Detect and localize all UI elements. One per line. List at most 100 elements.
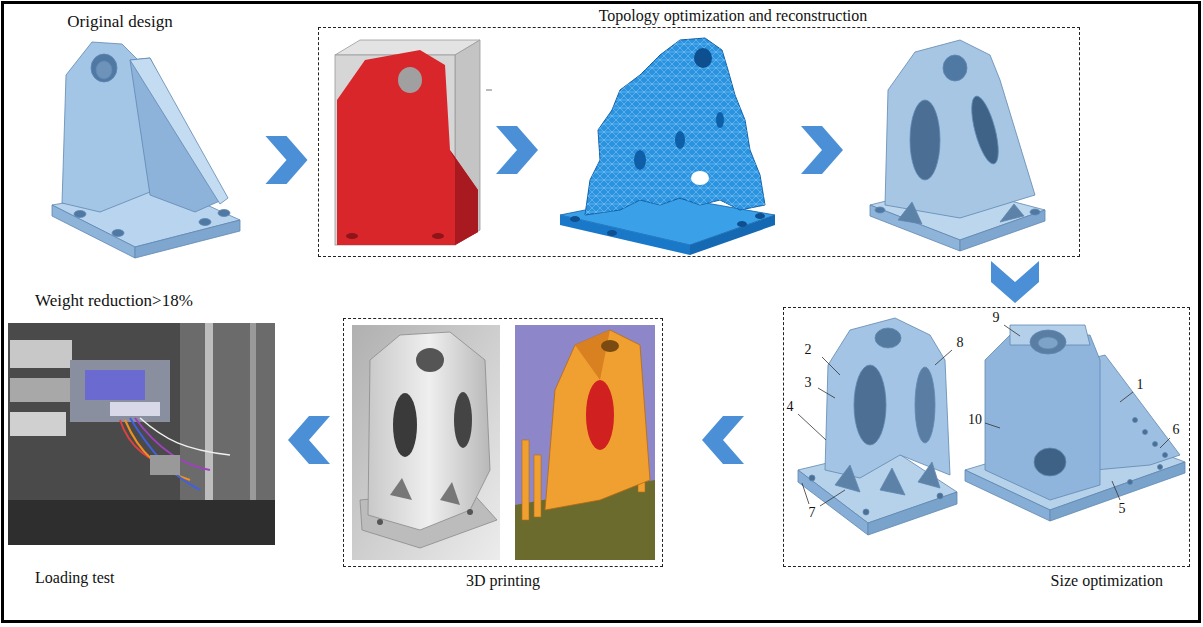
- loading-test-photo: [10, 378, 72, 402]
- original-bracket: [52, 205, 135, 258]
- reconstructed-part: [960, 210, 1045, 251]
- reconstructed-part: [885, 40, 1035, 218]
- printed-part-photo: [393, 393, 417, 457]
- stage-title: 3D printing: [343, 571, 663, 590]
- callout-number: 4: [785, 399, 796, 414]
- original-bracket: [218, 210, 230, 217]
- sized-part-back: [1143, 430, 1148, 435]
- loading-test-photo: [125, 420, 190, 480]
- sized-part-back: [1163, 453, 1168, 458]
- topology-mesh: [607, 230, 617, 236]
- reconstructed-part: [870, 40, 1045, 251]
- print-setup-render: [575, 330, 610, 380]
- leader-line: [802, 483, 809, 504]
- design-domain: [335, 40, 492, 245]
- stage-title: Size optimization: [963, 571, 1163, 590]
- design-domain: [346, 233, 358, 239]
- sized-part-front: [915, 367, 935, 443]
- printed-part-photo: [440, 482, 460, 505]
- stage-panel: Original design: [40, 8, 255, 255]
- loading-test-photo: [85, 370, 145, 400]
- printed-part-photo: [352, 325, 500, 560]
- topology-mesh: [585, 38, 765, 215]
- sized-part-front: [825, 318, 950, 478]
- design-domain: [486, 90, 492, 91]
- dashed-frame: [783, 307, 1190, 567]
- callout-number: 9: [991, 310, 1002, 325]
- step-chevron: [496, 126, 538, 174]
- leader-line: [818, 388, 835, 398]
- reconstructed-part: [966, 94, 1003, 167]
- original-bracket: [74, 211, 86, 218]
- sized-part-front: [809, 475, 815, 481]
- callout-number: 6: [1171, 422, 1182, 437]
- sized-part-front: [868, 492, 957, 535]
- topology-mesh: [675, 131, 685, 149]
- topology-mesh: [690, 215, 775, 255]
- callout-number: 7: [807, 505, 818, 520]
- callout-number: 8: [955, 335, 966, 350]
- sized-part-back: [1034, 448, 1066, 476]
- loading-test-photo: [8, 500, 275, 545]
- sized-part-front: [937, 493, 943, 499]
- loading-test-photo: [130, 418, 200, 490]
- printed-part-photo: [368, 332, 490, 530]
- reconstructed-part: [875, 207, 885, 213]
- reconstructed-part: [910, 100, 940, 180]
- loading-test-photo: [110, 402, 160, 416]
- sized-part-front: [918, 462, 940, 488]
- stage-group: Size optimization: [783, 307, 1190, 591]
- printed-part-photo: [454, 392, 472, 448]
- sized-part-front: [875, 328, 901, 348]
- loading-test-photo: [140, 418, 230, 455]
- callout-number: 2: [803, 342, 814, 357]
- topology-mesh: [634, 150, 646, 170]
- callout-number: 5: [1117, 501, 1128, 516]
- stage-panel: Loading test: [8, 323, 275, 591]
- print-setup-render: [601, 340, 619, 352]
- topology-mesh: [570, 216, 580, 222]
- printed-part-photo: [377, 519, 383, 525]
- design-domain: [450, 150, 478, 245]
- reconstructed-part: [943, 55, 967, 81]
- dashed-frame: [343, 318, 663, 567]
- chevron-arrow: [991, 261, 1039, 303]
- sized-part-back: [1038, 337, 1058, 349]
- original-bracket: [199, 219, 211, 226]
- topology-mesh: [716, 112, 724, 128]
- topology-mesh: [755, 213, 765, 219]
- print-setup-render: [515, 325, 655, 560]
- original-bracket: [135, 220, 240, 258]
- stage-group: 3D printing: [343, 318, 663, 591]
- printed-part-photo: [416, 348, 444, 372]
- loading-test-photo: [10, 412, 66, 436]
- outer-frame: [3, 3, 1200, 622]
- topology-mesh: [560, 215, 690, 255]
- leader-line: [1120, 392, 1133, 402]
- original-bracket: [96, 61, 112, 79]
- topology-mesh: [585, 38, 765, 215]
- step-chevron: [801, 126, 843, 174]
- stage-title: Original design: [40, 12, 200, 32]
- reconstructed-part: [1030, 209, 1040, 215]
- loading-test-photo: [8, 323, 275, 545]
- chevron-arrow: [266, 136, 308, 184]
- stage-group: Topology optimization and reconstruction: [318, 2, 1080, 257]
- result-note: Weight reduction>18%: [35, 292, 193, 311]
- sized-part-front: [835, 465, 860, 492]
- sized-part-front: [798, 318, 957, 535]
- sized-part-back: [1158, 465, 1163, 470]
- leader-line: [1160, 438, 1170, 448]
- design-domain: [337, 50, 478, 245]
- reconstructed-part: [1000, 204, 1024, 222]
- print-setup-render: [515, 325, 655, 560]
- callout-number: 10: [966, 412, 984, 427]
- chevron-arrow: [288, 416, 330, 464]
- stage-title: Topology optimization and reconstruction: [433, 6, 1033, 25]
- dashed-frame: [318, 27, 1080, 257]
- leader-line: [1112, 481, 1120, 500]
- design-domain: [398, 67, 422, 93]
- leader-line: [798, 414, 826, 440]
- sized-part-front: [798, 470, 868, 535]
- loading-test-photo: [150, 455, 180, 475]
